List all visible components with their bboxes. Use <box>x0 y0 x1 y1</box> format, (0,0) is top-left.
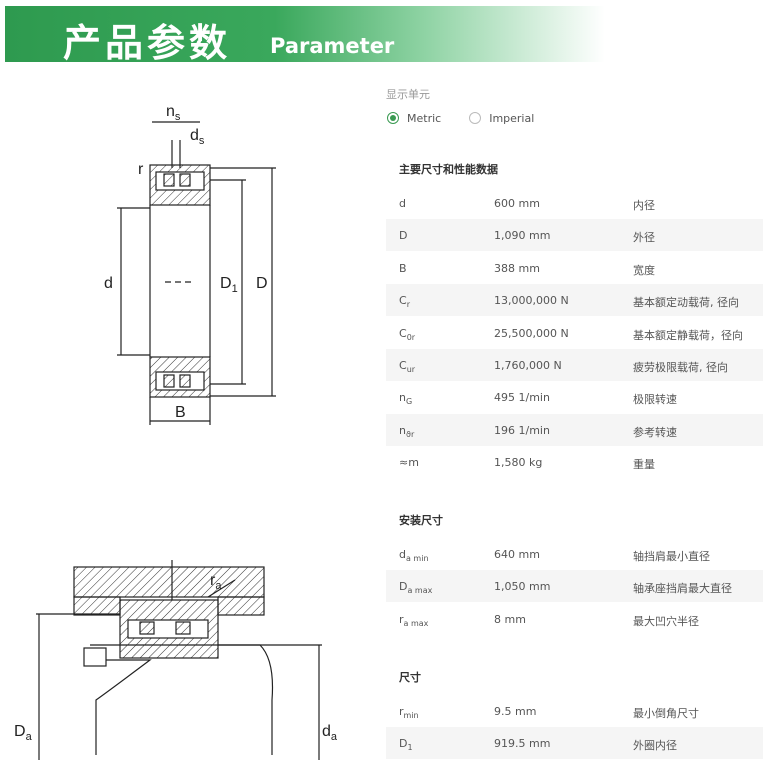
table-row: Da max 1,050 mm 轴承座挡肩最大直径 <box>386 570 763 603</box>
unit-option-label: Imperial <box>489 111 535 125</box>
parameter-symbol: d <box>399 197 406 210</box>
parameter-symbol: ≈m <box>399 456 419 470</box>
page-title: 产品参数 <box>63 21 232 65</box>
parameter-value: 13,000,000 N <box>494 294 569 308</box>
mounting-diagram <box>36 560 322 760</box>
unit-option-imperial[interactable]: Imperial <box>469 112 534 125</box>
bearing-diagrams: ns ds r d D1 D B ra Da da <box>14 103 338 760</box>
table-row: nϑr 196 1/min 参考转速 <box>386 413 763 446</box>
parameter-description: 疲劳极限载荷, 径向 <box>633 361 728 374</box>
label-r: r <box>138 161 144 178</box>
table-row: B 388 mm 宽度 <box>386 252 763 284</box>
table-row: D1 919.5 mm 外圈内径 <box>386 727 763 760</box>
label-da: da <box>322 723 338 743</box>
parameter-symbol: C0r <box>399 326 416 342</box>
table-row: ra max 8 mm 最大凹穴半径 <box>386 603 763 635</box>
unit-label: 显示单元 <box>386 88 430 101</box>
bearing-cross-section <box>117 121 276 425</box>
parameter-value: 1,580 kg <box>494 456 543 470</box>
parameter-symbol: B <box>399 261 407 275</box>
header-banner: 产品参数 Parameter <box>5 6 605 65</box>
label-B: B <box>175 404 186 421</box>
label-D: D <box>256 275 268 292</box>
parameter-symbol: D1 <box>399 737 413 753</box>
parameter-value: 640 mm <box>494 548 540 561</box>
table-row: C0r 25,500,000 N 基本额定静载荷，径向 <box>386 317 763 349</box>
table-row: da min 640 mm 轴挡肩最小直径 <box>386 538 763 570</box>
parameter-description: 宽度 <box>633 263 655 277</box>
radio-unselected-icon[interactable] <box>469 112 482 124</box>
parameter-value: 919.5 mm <box>494 737 551 751</box>
label-D1: D1 <box>220 275 238 295</box>
parameter-value: 388 mm <box>494 261 540 275</box>
parameter-symbol: da min <box>399 548 429 564</box>
label-ns: ns <box>166 103 181 123</box>
parameter-value: 600 mm <box>494 197 540 210</box>
radio-selected-icon[interactable] <box>387 112 399 124</box>
parameter-value: 8 mm <box>494 612 526 626</box>
parameter-description: 基本额定静载荷，径向 <box>633 328 743 342</box>
section-title: 安装尺寸 <box>399 514 443 527</box>
parameter-symbol: ra max <box>399 612 429 628</box>
parameter-symbol: D <box>399 229 408 243</box>
parameter-description: 最大凹穴半径 <box>633 614 699 628</box>
parameter-description: 轴挡肩最小直径 <box>633 550 710 563</box>
parameter-value: 1,760,000 N <box>494 359 562 372</box>
section-title: 尺寸 <box>399 671 421 684</box>
parameter-value: 196 1/min <box>494 423 550 437</box>
unit-option-metric[interactable]: Metric <box>387 112 441 125</box>
label-d: d <box>104 275 113 292</box>
parameter-description: 参考转速 <box>633 425 677 439</box>
page-subtitle: Parameter <box>270 34 395 58</box>
parameter-value: 1,050 mm <box>494 580 551 594</box>
parameter-description: 轴承座挡肩最大直径 <box>633 582 732 596</box>
parameter-symbol: Da max <box>399 580 433 596</box>
parameter-value: 25,500,000 N <box>494 326 569 340</box>
parameter-description: 内径 <box>633 199 655 212</box>
parameter-value: 9.5 mm <box>494 705 537 718</box>
parameter-description: 极限转速 <box>633 393 677 407</box>
parameter-symbol: Cur <box>399 359 416 375</box>
parameter-symbol: nϑr <box>399 423 415 439</box>
table-row: ≈m 1,580 kg 重量 <box>386 446 763 478</box>
parameter-description: 外圈内径 <box>633 739 677 753</box>
unit-option-label: Metric <box>407 111 442 125</box>
parameter-description: 最小倒角尺寸 <box>633 707 699 720</box>
table-row: nG 495 1/min 极限转速 <box>386 381 763 413</box>
parameter-symbol: Cr <box>399 294 410 310</box>
unit-selector: Metric Imperial <box>387 110 534 126</box>
label-ra: ra <box>210 572 222 592</box>
table-row: Cur 1,760,000 N 疲劳极限载荷, 径向 <box>386 349 763 381</box>
label-Da: Da <box>14 723 33 743</box>
parameter-symbol: nG <box>399 391 413 407</box>
parameter-description: 基本额定动载荷, 径向 <box>633 296 739 310</box>
label-ds: ds <box>190 127 205 147</box>
section-title: 主要尺寸和性能数据 <box>399 163 498 176</box>
parameter-value: 495 1/min <box>494 391 550 405</box>
parameter-description: 外径 <box>633 231 655 245</box>
table-row: D 1,090 mm 外径 <box>386 219 763 252</box>
parameter-description: 重量 <box>633 458 655 472</box>
table-row: d 600 mm 内径 <box>386 187 763 219</box>
table-row: Cr 13,000,000 N 基本额定动载荷, 径向 <box>386 284 763 317</box>
table-row: rmin 9.5 mm 最小倒角尺寸 <box>386 695 763 727</box>
parameter-value: 1,090 mm <box>494 229 551 243</box>
parameter-symbol: rmin <box>399 705 419 721</box>
